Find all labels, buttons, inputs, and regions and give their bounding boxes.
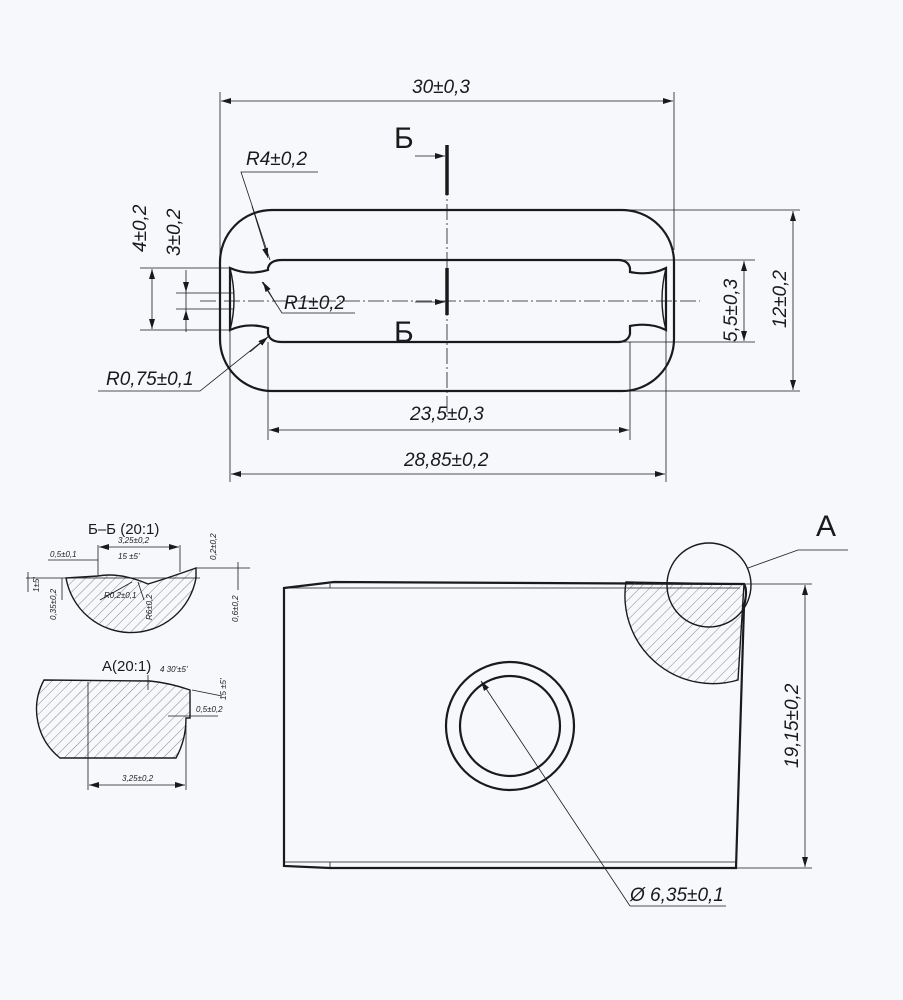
detail-title: A(20:1) [102,658,151,675]
label-height-4: 4±0,2 [130,204,151,252]
label-overall-width: 12±0,2 [770,270,791,328]
side-hatched-region [624,581,745,685]
hole-inner [458,674,562,778]
label-section-right-top: 0,2±0,2 [209,533,218,560]
label-detail-width: 3,25±0,2 [122,774,154,783]
label-detail-angle-right: 15 ±5' [219,678,228,700]
label-side-height: 19,15±0,2 [782,683,803,768]
detail-hatched-body [35,679,191,759]
label-detail-step: 0,5±0,2 [196,705,223,714]
label-section-left-depth: 0,35±0,2 [49,588,58,620]
label-corner-radius: R4±0,2 [246,149,308,170]
leader-small-radius [261,281,355,314]
label-overall-length: 30±0,3 [412,77,470,98]
section-view: Б–Б (20:1) 3,25±0,2 0,5±0,1 15 ±5' 0,2±0… [26,521,250,634]
label-section-right-depth: 0,6±0,2 [231,595,240,622]
section-hatched-body [65,567,197,634]
label-section-angle: 15 ±5' [118,552,140,561]
detail-callout-circle [666,542,752,628]
left-notch [229,267,235,331]
leader-corner-radius [240,171,318,261]
label-section-left-small: 1±5' [32,577,41,592]
inner-slot-outline [228,258,668,344]
dim-hole-diameter [480,680,631,907]
leader-edge-radius [98,334,271,392]
label-hole-diameter: Ø 6,35±0,1 [629,885,724,906]
section-title: Б–Б (20:1) [88,521,159,538]
label-section-width: 3,25±0,2 [118,536,150,545]
label-section-radius-large: R6±0,2 [145,594,154,620]
label-section-offset: 0,5±0,1 [50,550,77,559]
top-view: Б Б 30±0,3 R4±0,2 R1±0,2 R0,75±0,1 4±0,2… [98,77,800,482]
detail-callout-leader [747,549,848,569]
section-mark-top: Б [394,122,414,155]
label-height-3: 3±0,2 [164,208,185,256]
label-detail-callout: A [816,510,836,543]
label-detail-angle: 4 30'±5' [160,665,188,674]
label-slot-height: 5,5±0,3 [721,278,742,342]
side-view: Ø 6,35±0,1 A 19,15±0,2 [282,510,848,907]
label-slot-length: 23,5±0,3 [409,404,484,425]
section-mark-bottom: Б [394,316,414,349]
label-section-radius-small: R0,2±0,1 [104,591,136,600]
right-notch [661,267,667,331]
detail-view: A(20:1) 3,25±0,2 4 30'±5' 15 ±5' 0,5±0,2 [35,658,228,790]
label-edge-radius: R0,75±0,1 [106,369,194,390]
label-small-radius: R1±0,2 [284,293,346,314]
hole-outer [444,660,576,792]
label-inner-length: 28,85±0,2 [403,450,489,471]
